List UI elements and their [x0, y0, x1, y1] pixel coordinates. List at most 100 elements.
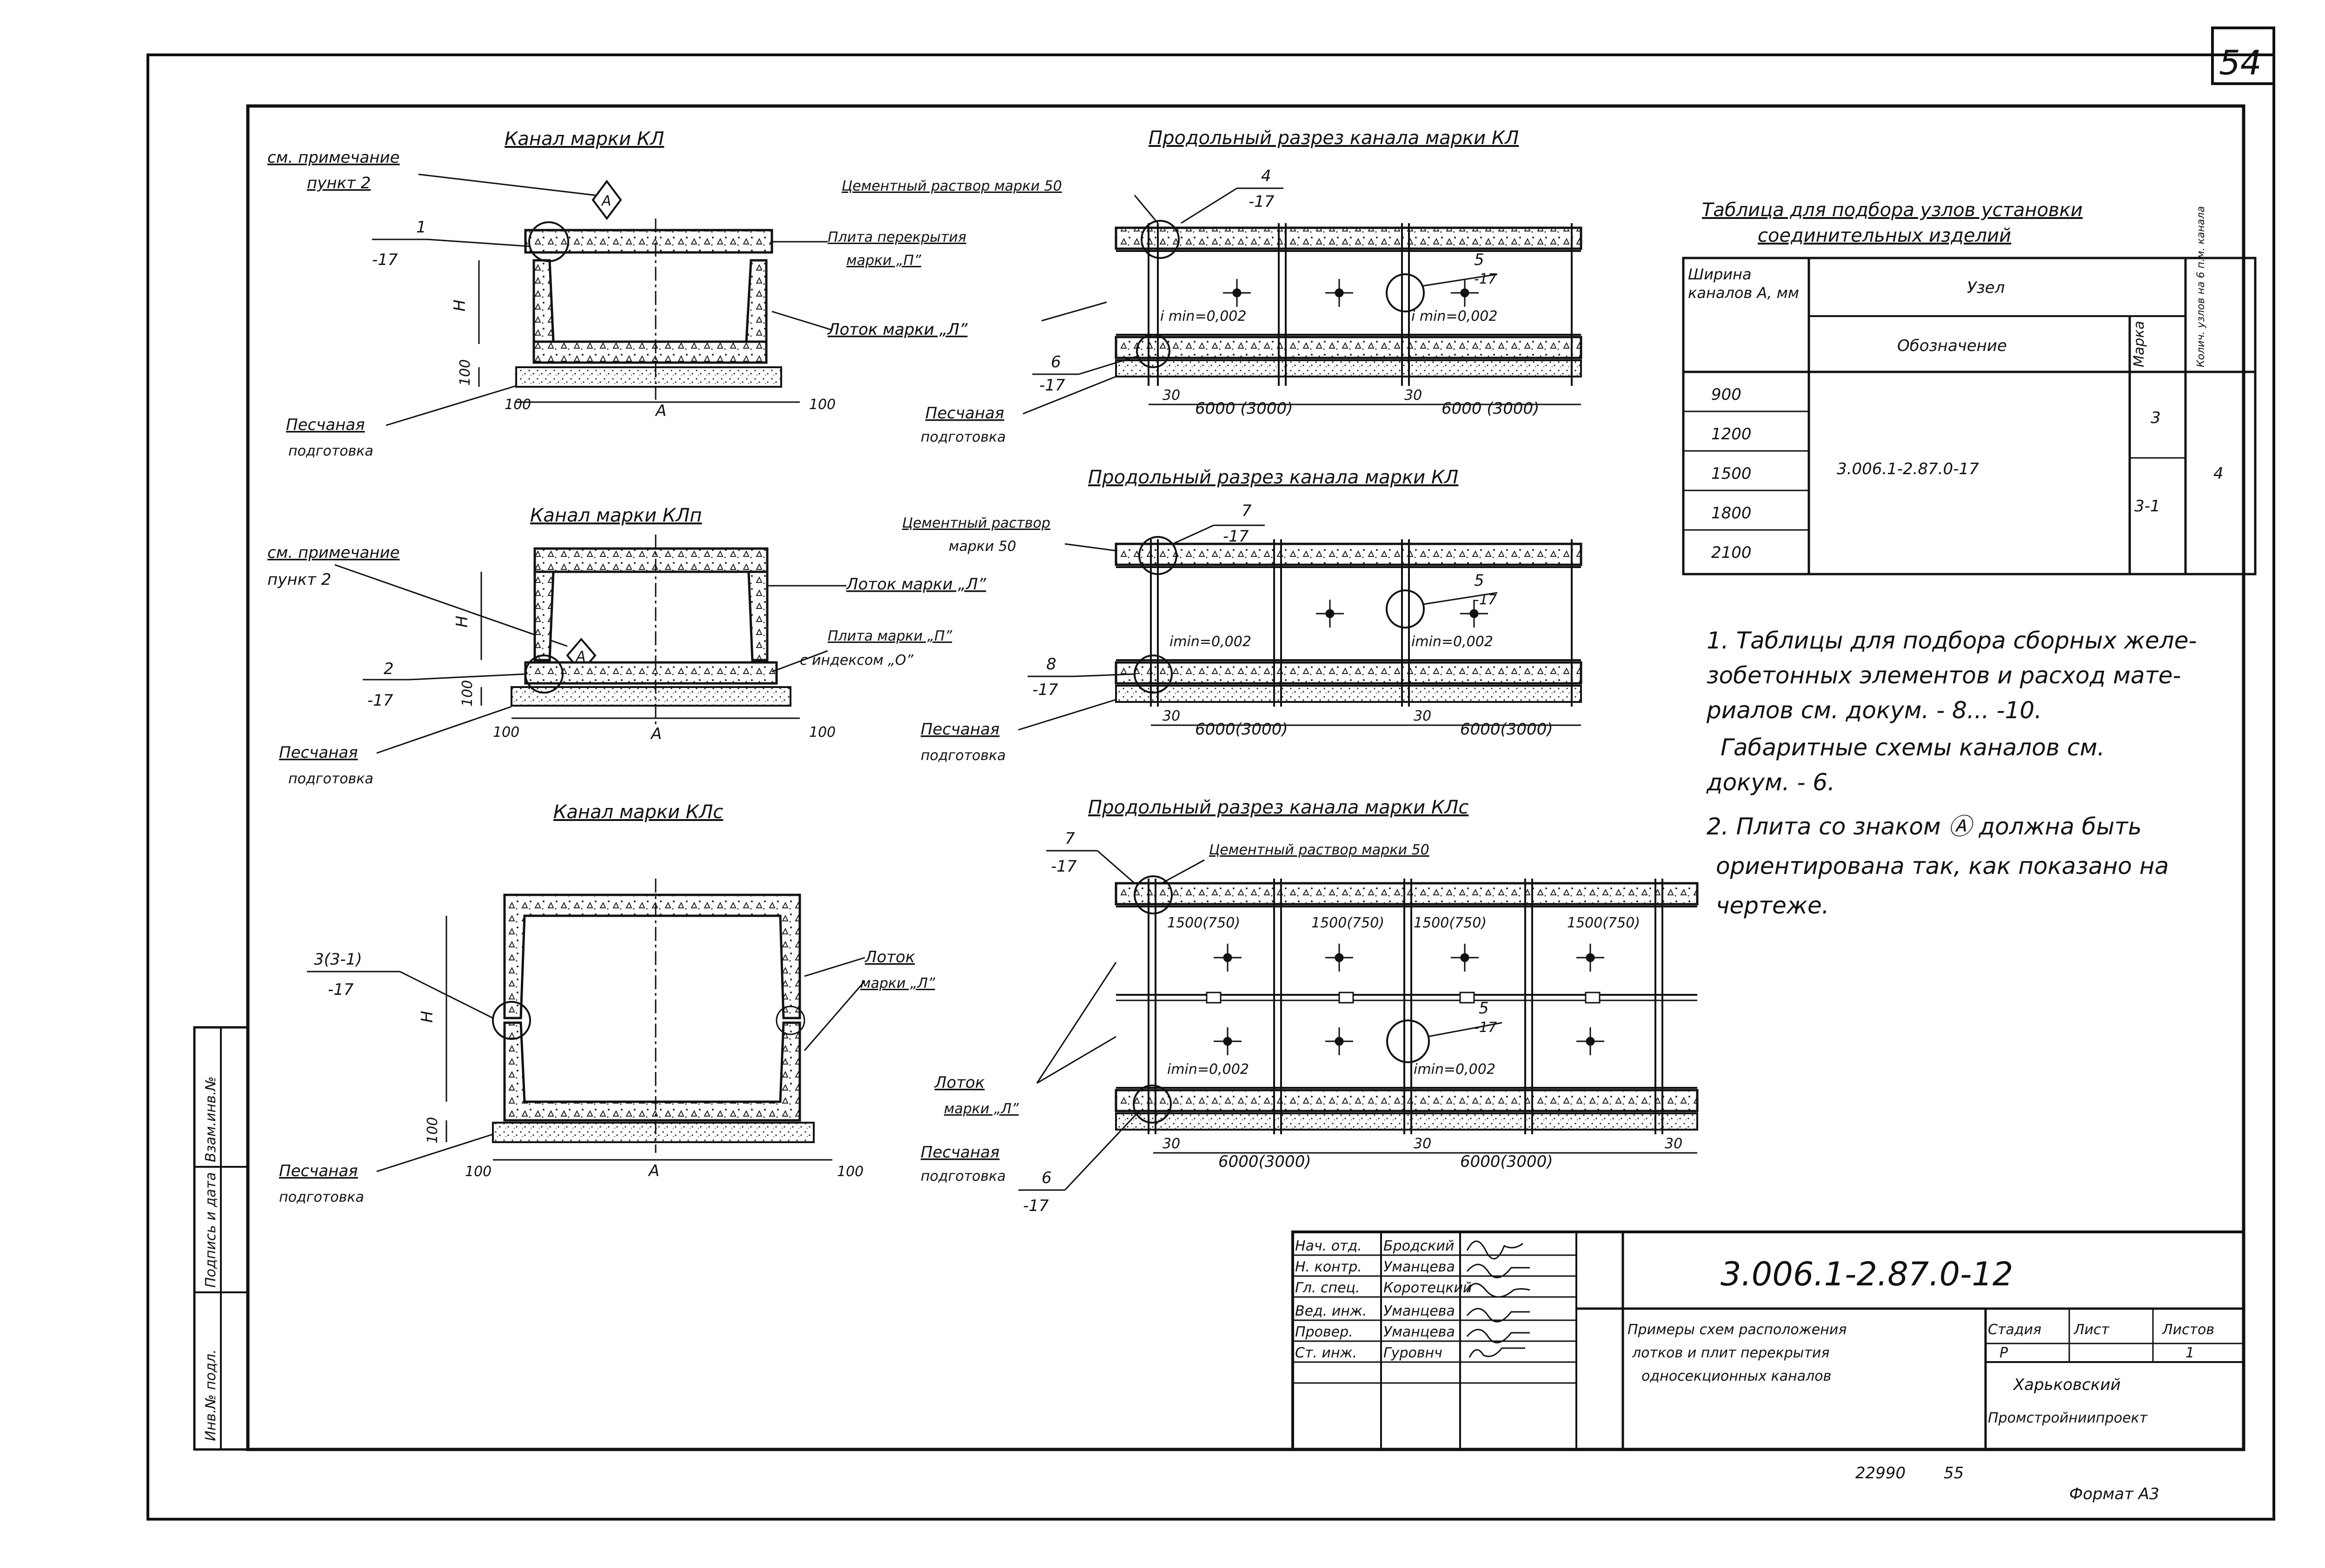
svg-text:8: 8 [1046, 655, 1056, 674]
table-count: 4 [2213, 464, 2224, 483]
svg-text:2: 2 [384, 660, 394, 678]
svg-text:Цементный раствор марки 50: Цементный раствор марки 50 [842, 178, 1062, 194]
table-width-2100: 2100 [1711, 543, 1752, 562]
svg-text:100: 100 [465, 1164, 492, 1180]
stamp-h-stage: Стадия [1988, 1322, 2041, 1338]
stamp-role-2: Н. контр. [1295, 1259, 1362, 1275]
svg-text:Лоток марки „Л”: Лоток марки „Л” [827, 320, 968, 339]
doc-title-3: односекционных каналов [1641, 1368, 1831, 1384]
stamp-name-1: Бродский [1383, 1238, 1454, 1254]
svg-text:30: 30 [1162, 387, 1180, 404]
svg-text:подготовка: подготовка [921, 748, 1006, 764]
svg-text:марки „Л”: марки „Л” [944, 1101, 1019, 1117]
svg-text:марки 50: марки 50 [949, 538, 1016, 555]
svg-text:1500(750): 1500(750) [1311, 915, 1384, 931]
svg-text:100: 100 [493, 724, 519, 741]
org-1: Харьковский [2013, 1376, 2121, 1394]
svg-text:A: A [648, 1162, 659, 1180]
svg-text:7: 7 [1242, 502, 1252, 520]
svg-text:100: 100 [425, 1117, 441, 1144]
svg-text:1500(750): 1500(750) [1167, 915, 1240, 931]
cs-kl-note-ref: см. примечание [267, 148, 400, 167]
table-designation: 3.006.1-2.87.0-17 [1837, 460, 1979, 478]
cs-kl-tray: Лоток марки „Л” [827, 320, 968, 339]
svg-text:Продольный разрез канала марки: Продольный разрез канала марки КЛс [1088, 797, 1468, 818]
svg-text:30: 30 [1414, 708, 1431, 724]
table-header-mark: Марка [2131, 321, 2147, 367]
stamp-role-4: Вед. инж. [1295, 1303, 1367, 1319]
stamp-role-5: Провер. [1295, 1324, 1353, 1340]
cs-klp-note-ref: см. примечание [267, 543, 400, 562]
svg-text:-17: -17 [1032, 681, 1058, 699]
svg-text:6000(3000): 6000(3000) [1460, 1152, 1553, 1171]
note-line-4: Габаритные схемы каналов см. [1720, 734, 2105, 761]
stamp-h-sheets: Листов [2162, 1322, 2214, 1338]
svg-text:Продольный разрез канала марки: Продольный разрез канала марки КЛ [1088, 467, 1458, 488]
note-line-1: 1. Таблицы для подбора сборных желе- [1707, 627, 2197, 654]
svg-text:подготовка: подготовка [279, 1189, 364, 1205]
svg-text:100: 100 [837, 1164, 864, 1180]
svg-text:30: 30 [1665, 1136, 1682, 1152]
table-width-1800: 1800 [1711, 504, 1752, 523]
svg-text:-17: -17 [1223, 527, 1249, 546]
format-label: Формат А3 [2069, 1485, 2159, 1503]
stamp-sheets: 1 [2186, 1345, 2194, 1361]
svg-text:Песчаная: Песчаная [921, 720, 1000, 739]
cs-kls-title: Канал марки КЛс [553, 801, 723, 823]
svg-text:Песчаная: Песчаная [279, 1162, 358, 1180]
long-section-kl-1: Продольный разрез канала марки КЛ Цемент… [827, 127, 1582, 445]
svg-text:100: 100 [459, 680, 476, 707]
joint-marker [1223, 279, 1479, 307]
svg-text:Песчаная: Песчаная [925, 404, 1004, 423]
svg-text:A: A [655, 402, 666, 420]
svg-text:-17: -17 [1039, 376, 1065, 395]
svg-text:Лоток: Лоток [934, 1073, 985, 1092]
notes-block: 1. Таблицы для подбора сборных желе- зоб… [1706, 627, 2197, 919]
note-line-3: риалов см. докум. - 8... -10. [1706, 697, 2042, 724]
table-mark-3: 3 [2151, 409, 2161, 427]
note-line-2: зобетонных элементов и расход мате- [1707, 662, 2181, 689]
svg-text:100: 100 [809, 397, 836, 413]
org-2: Промстройниипроект [1988, 1410, 2148, 1426]
svg-text:Песчаная: Песчаная [279, 743, 358, 762]
stamp-stage: Р [2000, 1345, 2008, 1361]
doc-title-2: лотков и плит перекрытия [1632, 1345, 1829, 1361]
cs-kls-tray: Лоток [864, 948, 915, 966]
svg-text:H: H [451, 299, 469, 311]
node-table: Таблица для подбора узлов установки соед… [1682, 199, 2257, 576]
svg-text:4: 4 [1261, 167, 1271, 185]
stamp-name-2: Уманцева [1383, 1259, 1455, 1275]
svg-text:imin=0,002: imin=0,002 [1169, 634, 1251, 650]
table-header-node: Узел [1967, 278, 2005, 297]
table-width-1500: 1500 [1711, 464, 1752, 483]
svg-text:А: А [601, 193, 611, 209]
cs-kl-sand: Песчаная [286, 416, 365, 434]
cs-klp-title: Канал марки КЛп [530, 505, 702, 526]
svg-text:1500(750): 1500(750) [1567, 915, 1640, 931]
svg-text:6: 6 [1051, 353, 1061, 371]
svg-text:100: 100 [505, 397, 531, 413]
svg-text:30: 30 [1404, 387, 1422, 404]
table-mark-3-1: 3-1 [2134, 497, 2160, 516]
svg-text:6000(3000): 6000(3000) [1218, 1152, 1311, 1171]
svg-text:Продольный разрез канала марки: Продольный разрез канала марки КЛ [1149, 127, 1519, 149]
stamp-name-6: Гуровнч [1383, 1345, 1442, 1361]
stamp-name-3: Коротецкий [1383, 1280, 1472, 1296]
svg-text:подготовка: подготовка [921, 429, 1006, 445]
stamp-name-4: Уманцева [1383, 1303, 1455, 1319]
cs-kl-sand2: подготовка [288, 443, 373, 459]
svg-text:3(3-1): 3(3-1) [314, 950, 362, 969]
cs-kl-node-sheet: -17 [372, 251, 398, 269]
svg-text:5: 5 [1474, 571, 1484, 590]
svg-text:1500(750): 1500(750) [1414, 915, 1487, 931]
svg-text:A: A [650, 725, 662, 743]
table-header-width: Ширина каналов А, мм [1688, 265, 1800, 302]
inventory-page: 55 [1944, 1464, 1964, 1482]
svg-text:-17: -17 [1474, 271, 1497, 287]
svg-text:6000 (3000): 6000 (3000) [1442, 399, 1539, 418]
sidebar-label-sign: Подпись и дата [203, 1172, 219, 1288]
note-line-7: ориентирована так, как показано на [1716, 853, 2169, 880]
svg-text:100: 100 [457, 359, 473, 386]
cs-kls-tray2: марки „Л” [860, 975, 935, 992]
